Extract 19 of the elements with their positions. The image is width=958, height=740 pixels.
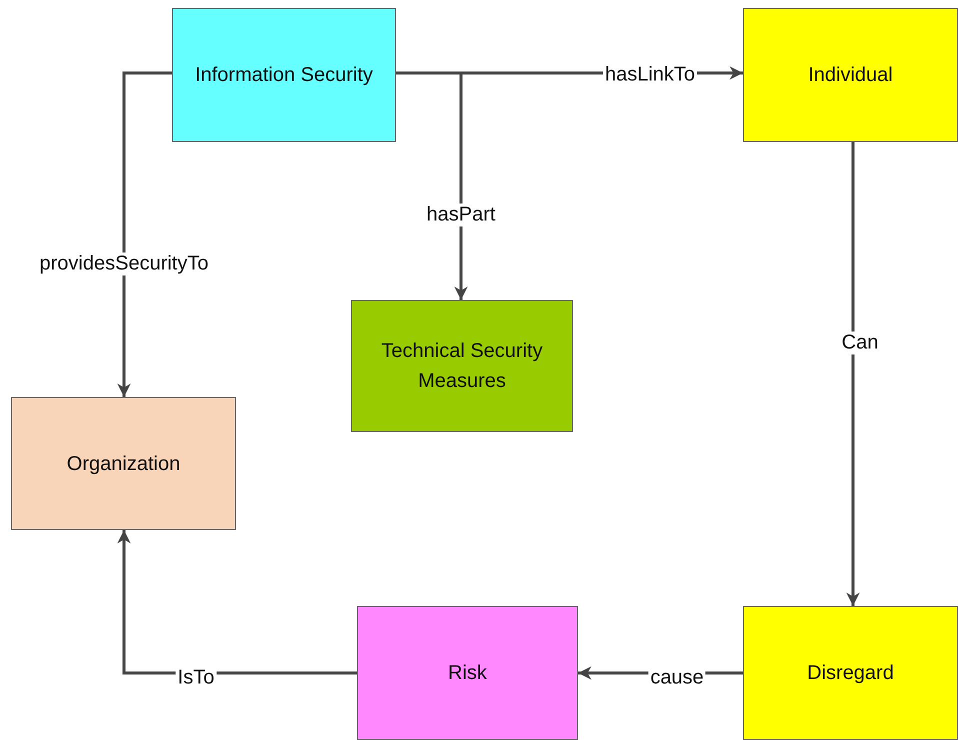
edge-label: hasPart: [424, 204, 498, 226]
concept-name: Risk: [447, 661, 488, 686]
concept-box: [743, 8, 958, 142]
concept-name: Information Security: [194, 63, 374, 88]
arrow: [396, 72, 468, 300]
concept-box: [357, 606, 578, 740]
arrow: [117, 72, 172, 397]
concept-box: [743, 606, 958, 740]
concept-box: [351, 300, 573, 432]
arrow: [846, 142, 860, 606]
edge-label: providesSecurityTo: [38, 252, 210, 276]
concept-name: Organization: [66, 452, 182, 476]
concept-name: Individual: [807, 63, 894, 88]
concept-box: [11, 397, 236, 530]
arrow: [117, 530, 357, 674]
concept-box: [172, 8, 396, 142]
concept-name: Disregard: [806, 661, 895, 686]
concept-name: Technical Security Measures: [380, 339, 544, 394]
edge-label: Can: [840, 332, 880, 354]
